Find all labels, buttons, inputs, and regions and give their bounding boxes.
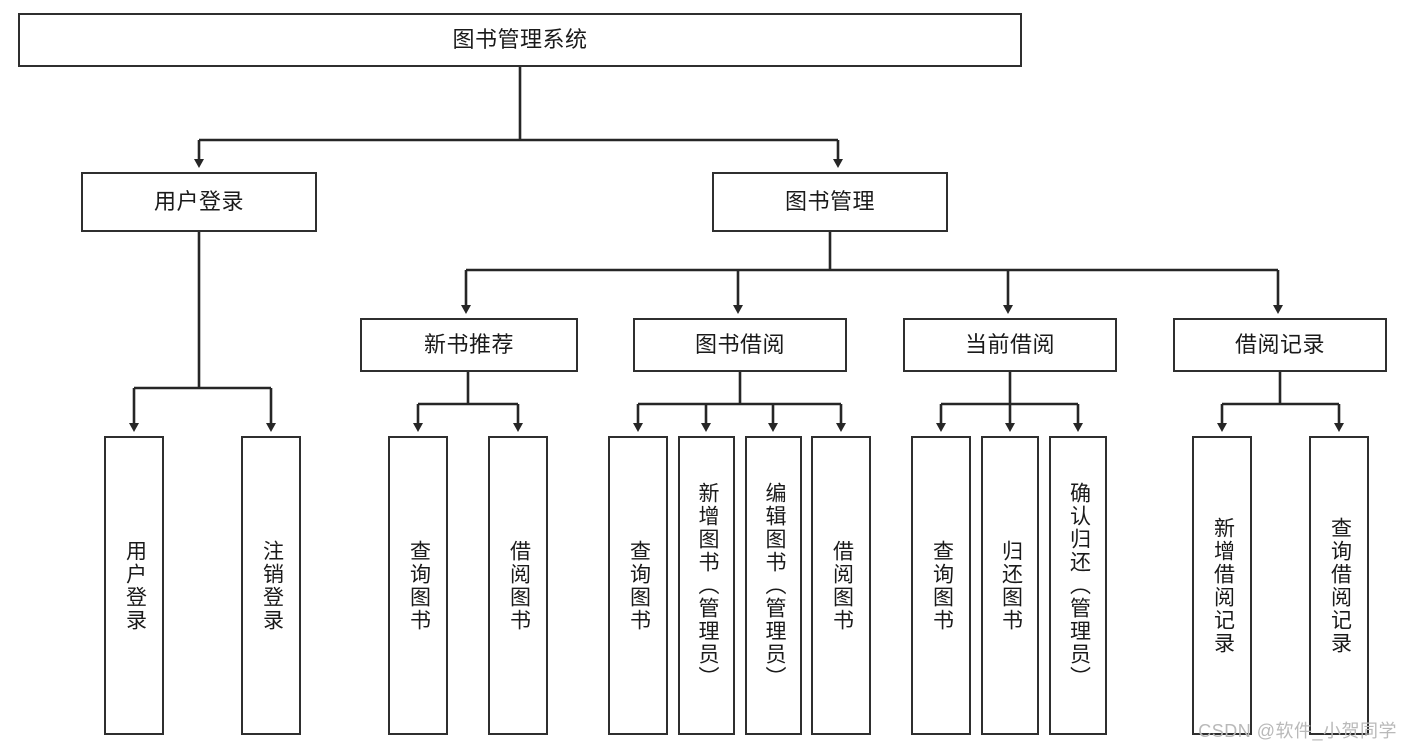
- node-book-borrow[interactable]: 图书借阅: [633, 318, 847, 372]
- node-book-manage-label: 图书管理: [784, 188, 875, 214]
- node-leaf-query-book-2-label: 查询图书: [627, 539, 651, 632]
- node-book-manage[interactable]: 图书管理: [712, 172, 948, 232]
- node-leaf-query-book-3-label: 查询图书: [930, 539, 954, 632]
- node-leaf-user-login-label: 用户登录: [123, 539, 147, 632]
- node-leaf-return-book-label: 归还图书: [999, 539, 1023, 632]
- node-new-book-recommend-label: 新书推荐: [423, 331, 514, 357]
- node-borrow-record-label: 借阅记录: [1234, 331, 1325, 357]
- node-leaf-add-record-label: 新增借阅记录: [1211, 516, 1235, 655]
- node-user-login[interactable]: 用户登录: [81, 172, 317, 232]
- node-root[interactable]: 图书管理系统: [18, 13, 1022, 67]
- csdn-watermark: CSDN @软件_小贺同学: [1198, 721, 1397, 741]
- node-leaf-edit-book-label: 编辑图书（管理员）: [762, 482, 786, 689]
- node-leaf-query-book-1[interactable]: 查询图书: [388, 436, 448, 735]
- node-leaf-query-record-label: 查询借阅记录: [1328, 516, 1352, 655]
- node-leaf-query-book-1-label: 查询图书: [407, 539, 431, 632]
- node-leaf-logout-login-label: 注销登录: [260, 539, 284, 632]
- node-leaf-edit-book[interactable]: 编辑图书（管理员）: [745, 436, 802, 735]
- node-leaf-logout-login[interactable]: 注销登录: [241, 436, 301, 735]
- node-leaf-borrow-book-2[interactable]: 借阅图书: [811, 436, 871, 735]
- node-leaf-add-record[interactable]: 新增借阅记录: [1192, 436, 1252, 735]
- node-leaf-query-record[interactable]: 查询借阅记录: [1309, 436, 1369, 735]
- node-book-borrow-label: 图书借阅: [694, 331, 785, 357]
- node-leaf-borrow-book-1[interactable]: 借阅图书: [488, 436, 548, 735]
- node-leaf-user-login[interactable]: 用户登录: [104, 436, 164, 735]
- node-leaf-confirm-return[interactable]: 确认归还（管理员）: [1049, 436, 1107, 735]
- node-current-borrow-label: 当前借阅: [964, 331, 1055, 357]
- node-root-label: 图书管理系统: [452, 26, 588, 52]
- node-current-borrow[interactable]: 当前借阅: [903, 318, 1117, 372]
- node-leaf-query-book-3[interactable]: 查询图书: [911, 436, 971, 735]
- node-leaf-return-book[interactable]: 归还图书: [981, 436, 1039, 735]
- node-leaf-add-book[interactable]: 新增图书（管理员）: [678, 436, 735, 735]
- node-new-book-recommend[interactable]: 新书推荐: [360, 318, 578, 372]
- node-leaf-borrow-book-1-label: 借阅图书: [507, 539, 531, 632]
- node-leaf-borrow-book-2-label: 借阅图书: [830, 539, 854, 632]
- node-leaf-add-book-label: 新增图书（管理员）: [695, 482, 719, 689]
- node-user-login-label: 用户登录: [153, 188, 244, 214]
- node-leaf-confirm-return-label: 确认归还（管理员）: [1067, 482, 1091, 689]
- node-borrow-record[interactable]: 借阅记录: [1173, 318, 1387, 372]
- node-leaf-query-book-2[interactable]: 查询图书: [608, 436, 668, 735]
